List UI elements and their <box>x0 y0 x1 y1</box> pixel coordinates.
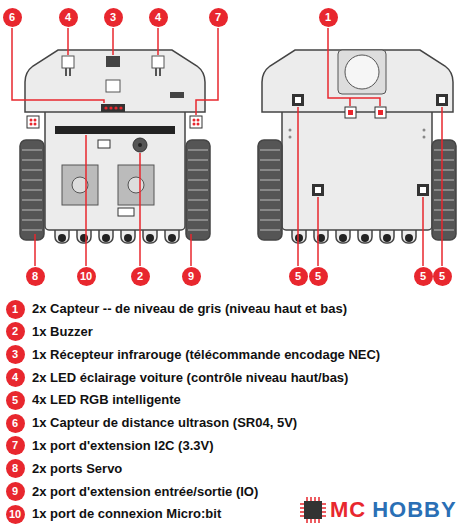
callout-text: 10 <box>9 509 21 520</box>
callout-text: 4 <box>155 12 161 23</box>
callout-number: 3 <box>104 8 123 27</box>
callout-number: 10 <box>77 267 96 286</box>
callout-text: 9 <box>12 486 18 497</box>
callout-text: 4 <box>65 12 71 23</box>
logo-chip <box>300 497 326 523</box>
legend-description: 1x Capteur de distance ultrason (SR04, 5… <box>32 415 297 431</box>
logo-text: HOBBY <box>372 497 456 523</box>
callout-text: 2 <box>12 326 18 337</box>
callout-number: 7 <box>6 436 25 455</box>
callout-number: 2 <box>6 322 25 341</box>
callout-number: 5 <box>433 267 452 286</box>
callout-number: 5 <box>289 267 308 286</box>
callout-number: 4 <box>59 8 78 27</box>
callout-number: 6 <box>6 414 25 433</box>
callout-number: 4 <box>6 368 25 387</box>
callout-text: 6 <box>9 12 15 23</box>
legend-description: 1x Buzzer <box>32 324 93 340</box>
callout-number: 4 <box>149 8 168 27</box>
callout-text: 5 <box>439 271 445 282</box>
callout-text: 9 <box>188 271 194 282</box>
leader-lines <box>12 28 442 266</box>
callout-number: 3 <box>6 345 25 364</box>
legend-description: 1x port de connexion Micro:bit <box>32 506 221 522</box>
callout-text: 2 <box>137 271 143 282</box>
legend-description: 1x port d'extension I2C (3.3V) <box>32 438 214 454</box>
logo-text: MC <box>330 497 366 523</box>
callout-text: 7 <box>215 12 221 23</box>
callout-number: 5 <box>414 267 433 286</box>
callout-text: 5 <box>420 271 426 282</box>
callout-number: 7 <box>209 8 228 27</box>
legend-description: 2x port d'extension entrée/sortie (IO) <box>32 484 258 500</box>
callout-number: 5 <box>309 267 328 286</box>
callout-number: 9 <box>6 482 25 501</box>
callout-number: 6 <box>3 8 22 27</box>
callout-number: 2 <box>131 267 150 286</box>
callout-text: 10 <box>80 271 92 282</box>
top-view <box>20 50 210 243</box>
callout-number: 8 <box>26 267 45 286</box>
callout-text: 8 <box>32 271 38 282</box>
callout-text: 1 <box>325 12 331 23</box>
callout-text: 5 <box>295 271 301 282</box>
callout-number: 1 <box>319 8 338 27</box>
callout-number: 9 <box>182 267 201 286</box>
callout-number: 5 <box>6 391 25 410</box>
callout-text: 1 <box>12 304 18 315</box>
callout-text: 7 <box>12 440 18 451</box>
legend-description: 2x LED éclairage voiture (contrôle nivea… <box>32 370 348 386</box>
callout-text: 5 <box>12 395 18 406</box>
callout-number: 10 <box>6 505 25 524</box>
bottom-view <box>258 50 456 243</box>
legend-description: 2x ports Servo <box>32 461 122 477</box>
callout-text: 3 <box>110 12 116 23</box>
callout-text: 5 <box>315 271 321 282</box>
callout-text: 6 <box>12 418 18 429</box>
legend-description: 1x Récepteur infrarouge (télécommande en… <box>32 347 380 363</box>
callout-text: 8 <box>12 463 18 474</box>
callout-text: 3 <box>12 349 18 360</box>
callout-text: 4 <box>12 372 18 383</box>
callout-number: 1 <box>6 300 25 319</box>
callout-number: 8 <box>6 459 25 478</box>
legend-description: 2x Capteur -- de niveau de gris (niveau … <box>32 301 347 317</box>
legend-description: 4x LED RGB intelligente <box>32 392 181 408</box>
